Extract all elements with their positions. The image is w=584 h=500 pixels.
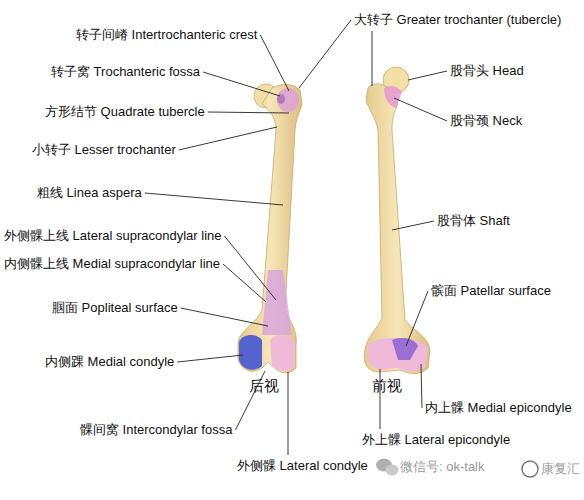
leader-line [145,193,283,205]
leader-line [421,364,422,408]
part-label: 粗线 Linea aspera [37,185,142,201]
part-label: 外上髁 Lateral epicondyle [362,432,510,448]
part-label: 方形结节 Quadrate tubercle [45,104,205,120]
part-label: 转子间嵴 Intertrochanteric crest [76,27,257,43]
part-label: 股骨颈 Neck [450,113,522,129]
femur-posterior [238,84,302,373]
leader-line [288,372,289,455]
leader-line [203,72,280,96]
femur-anterior [364,67,430,374]
part-label: 内侧踝 Medial condyle [45,354,174,370]
view-label: 后视 [249,378,279,394]
part-label: 髁间窝 Intercondylar fossa [80,422,232,438]
watermark: 微信号: ok-talk [400,459,485,475]
part-label: 转子窝 Trochanteric fossa [51,64,200,80]
leader-line [224,236,276,300]
part-label: 髌面 Patellar surface [431,283,551,299]
leader-line [177,355,243,362]
wechat-icon [376,459,538,478]
leader-line [181,308,268,326]
leader-line [260,35,289,91]
leader-line [372,31,373,86]
part-label: 股骨体 Shaft [437,213,510,229]
part-label: 腘面 Popliteal surface [52,300,178,316]
part-label: 外侧髁 Lateral condyle [237,458,368,474]
watermark: 康复汇 [541,461,580,477]
part-label: 外侧髁上线 Lateral supracondylar line [4,228,221,244]
leader-line [394,98,447,121]
leader-line [223,264,266,302]
part-label: 内上髁 Medial epicondyle [425,400,572,416]
part-label: 内侧髁上线 Medial supracondylar line [4,256,220,272]
view-label: 前视 [372,378,402,394]
leader-line [299,20,351,88]
part-label: 小转子 Lesser trochanter [32,142,176,158]
leader-line [208,112,289,113]
part-label: 大转子 Greater trochanter (tubercle) [354,12,561,28]
leader-line [408,71,447,80]
leader-line [406,291,428,346]
leader-line [179,127,277,150]
part-label: 股骨头 Head [450,63,524,79]
leader-line [392,221,434,230]
